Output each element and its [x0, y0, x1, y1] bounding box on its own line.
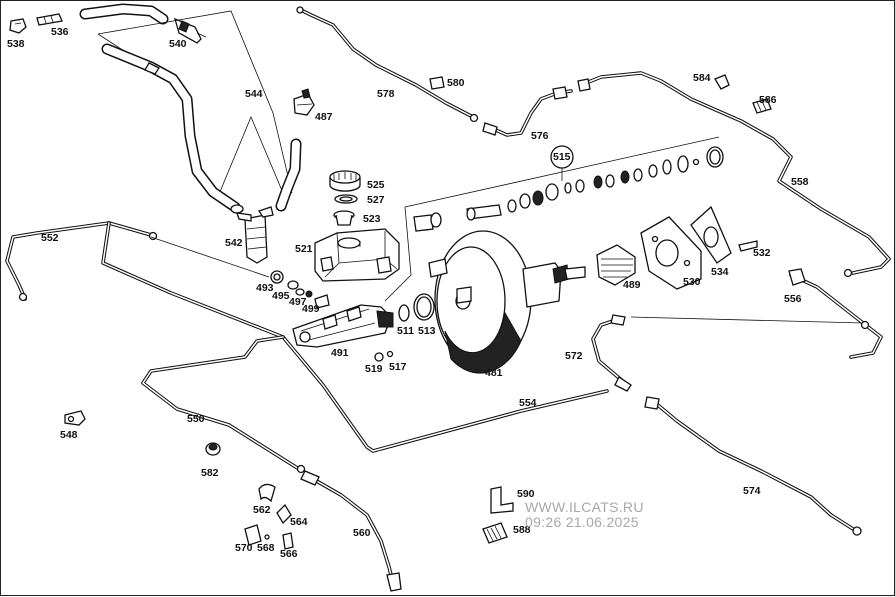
- label-582: 582: [201, 467, 219, 479]
- label-554: 554: [519, 397, 537, 409]
- part-560-brake-hose: [300, 470, 402, 592]
- part-586-grommet: [752, 98, 772, 114]
- watermark: WWW.ILCATS.RU 09:26 21.06.2025: [525, 500, 644, 529]
- part-556-brake-line: [788, 268, 883, 359]
- label-534: 534: [711, 266, 729, 278]
- part-548-tee: [64, 410, 86, 426]
- part-short-hose: [275, 138, 302, 212]
- label-552: 552: [41, 232, 59, 244]
- label-568: 568: [257, 542, 275, 554]
- part-554-brake-line: [101, 221, 609, 453]
- part-572-brake-line: [591, 314, 632, 392]
- label-540: 540: [169, 38, 187, 50]
- label-586: 586: [759, 94, 777, 106]
- label-560: 560: [353, 527, 371, 539]
- part-491-master-cylinder: [292, 304, 394, 348]
- label-578: 578: [377, 88, 395, 100]
- label-525: 525: [367, 179, 385, 191]
- label-499: 499: [302, 303, 320, 315]
- part-584-clip: [714, 74, 730, 90]
- label-544: 544: [245, 88, 263, 100]
- label-588: 588: [513, 524, 531, 536]
- part-532-pin: [738, 240, 758, 252]
- part-588-pad: [482, 522, 508, 544]
- label-572: 572: [565, 350, 583, 362]
- part-481-brake-booster: [428, 230, 586, 374]
- label-548: 548: [60, 429, 78, 441]
- part-562-clip: [258, 483, 276, 503]
- label-523: 523: [363, 213, 381, 225]
- label-495: 495: [272, 290, 290, 302]
- part-552-brake-line: [5, 221, 158, 302]
- label-580: 580: [447, 77, 465, 89]
- watermark-site: WWW.ILCATS.RU: [525, 499, 644, 515]
- label-511: 511: [397, 325, 414, 337]
- part-525-reservoir-cap: [329, 170, 361, 192]
- parts-493-499-fittings: [270, 270, 330, 309]
- label-574: 574: [743, 485, 761, 497]
- part-536-sleeve: [36, 13, 63, 26]
- part-564-plate: [276, 503, 292, 525]
- part-590-bracket: [490, 486, 514, 514]
- label-564: 564: [290, 516, 308, 528]
- part-576-brake-line: [482, 86, 573, 137]
- label-489: 489: [623, 279, 641, 291]
- part-523-strainer: [333, 210, 355, 226]
- label-536: 536: [51, 26, 69, 38]
- part-580-sleeve: [429, 76, 445, 90]
- label-590: 590: [517, 488, 535, 500]
- label-530: 530: [683, 276, 701, 288]
- label-542: 542: [225, 237, 243, 249]
- part-542-union: [236, 206, 274, 264]
- part-582-grommet: [205, 442, 221, 456]
- part-578-brake-line: [296, 6, 479, 123]
- parts-570-568-566: [244, 524, 294, 550]
- label-558: 558: [791, 176, 809, 188]
- label-481: 481: [485, 367, 503, 379]
- part-487-elbow: [293, 88, 315, 116]
- label-584: 584: [693, 72, 711, 84]
- label-521: 521: [295, 243, 313, 255]
- label-556: 556: [784, 293, 802, 305]
- label-515: 515: [553, 151, 571, 163]
- label-550: 550: [187, 413, 205, 425]
- part-489-boot: [596, 244, 636, 286]
- label-497: 497: [289, 296, 307, 308]
- part-vacuum-hose-upper: [79, 3, 169, 25]
- label-538: 538: [7, 38, 25, 50]
- part-530-flange: [640, 216, 702, 290]
- part-527-gasket: [334, 194, 358, 204]
- label-487: 487: [315, 111, 333, 123]
- part-521-reservoir: [314, 228, 400, 282]
- label-576: 576: [531, 130, 549, 142]
- label-519: 519: [365, 363, 383, 375]
- parts-519-517: [374, 350, 394, 362]
- label-493: 493: [256, 282, 274, 294]
- part-540-valve: [174, 17, 207, 44]
- part-538-cap: [9, 18, 27, 34]
- part-515-seal-kit: [413, 145, 724, 232]
- part-558-brake-line: [577, 71, 891, 278]
- label-491: 491: [331, 347, 349, 359]
- watermark-timestamp: 09:26 21.06.2025: [525, 513, 639, 530]
- label-532: 532: [753, 247, 771, 259]
- part-534-gasket: [690, 205, 732, 264]
- label-513: 513: [418, 325, 436, 337]
- label-570: 570: [235, 542, 253, 554]
- part-574-brake-line: [644, 396, 862, 536]
- label-517: 517: [389, 361, 407, 373]
- label-566: 566: [280, 548, 298, 560]
- label-527: 527: [367, 194, 385, 206]
- part-544-vacuum-hose: [101, 43, 244, 214]
- label-562: 562: [253, 504, 271, 516]
- part-550-brake-line: [141, 335, 306, 474]
- parts-511-513: [398, 293, 435, 322]
